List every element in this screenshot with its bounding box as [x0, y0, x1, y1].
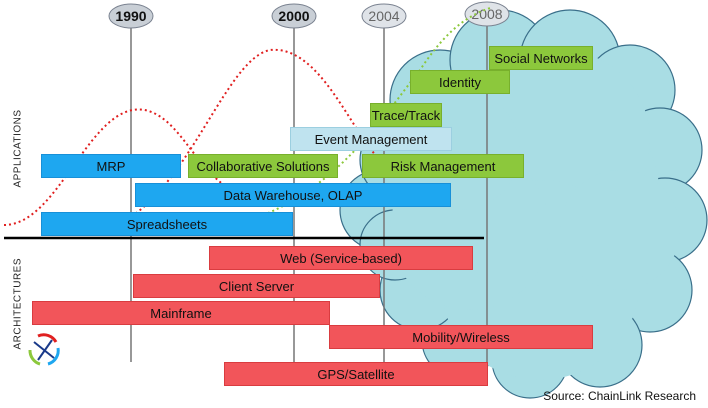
app-bar-identity: Identity — [410, 70, 510, 94]
app-bar-social-networks: Social Networks — [489, 46, 593, 70]
year-label-2008: 2008 — [471, 6, 502, 22]
app-bar-spreadsheets: Spreadsheets — [41, 212, 293, 236]
chainlink-logo-icon — [28, 333, 60, 366]
app-bar-data-warehouse: Data Warehouse, OLAP — [135, 183, 451, 207]
applications-section-label: APPLICATIONS — [12, 109, 24, 188]
app-bar-event-management: Event Management — [290, 127, 452, 151]
year-label-2000: 2000 — [278, 8, 309, 24]
arch-bar-web-service: Web (Service-based) — [209, 246, 473, 270]
app-bar-mrp: MRP — [41, 154, 181, 178]
year-label-1990: 1990 — [115, 8, 146, 24]
arch-bar-client-server: Client Server — [133, 274, 380, 298]
arch-bar-mainframe: Mainframe — [32, 301, 330, 325]
year-label-2004: 2004 — [368, 8, 399, 24]
app-bar-collaborative-solutions: Collaborative Solutions — [188, 154, 338, 178]
adoption-curve — [199, 7, 491, 231]
year-oval-1990 — [108, 3, 154, 29]
year-oval-2000 — [271, 3, 317, 29]
architectures-section-label: ARCHITECTURES — [12, 257, 24, 350]
source-credit: Source: ChainLink Research — [543, 389, 696, 403]
arch-bar-gps-satellite: GPS/Satellite — [224, 362, 488, 386]
app-bar-risk-management: Risk Management — [362, 154, 524, 178]
arch-bar-mobility-wireless: Mobility/Wireless — [329, 325, 593, 349]
year-oval-2004 — [361, 3, 407, 29]
app-bar-trace-track: Trace/Track — [370, 103, 442, 127]
year-oval-2008 — [464, 1, 510, 27]
